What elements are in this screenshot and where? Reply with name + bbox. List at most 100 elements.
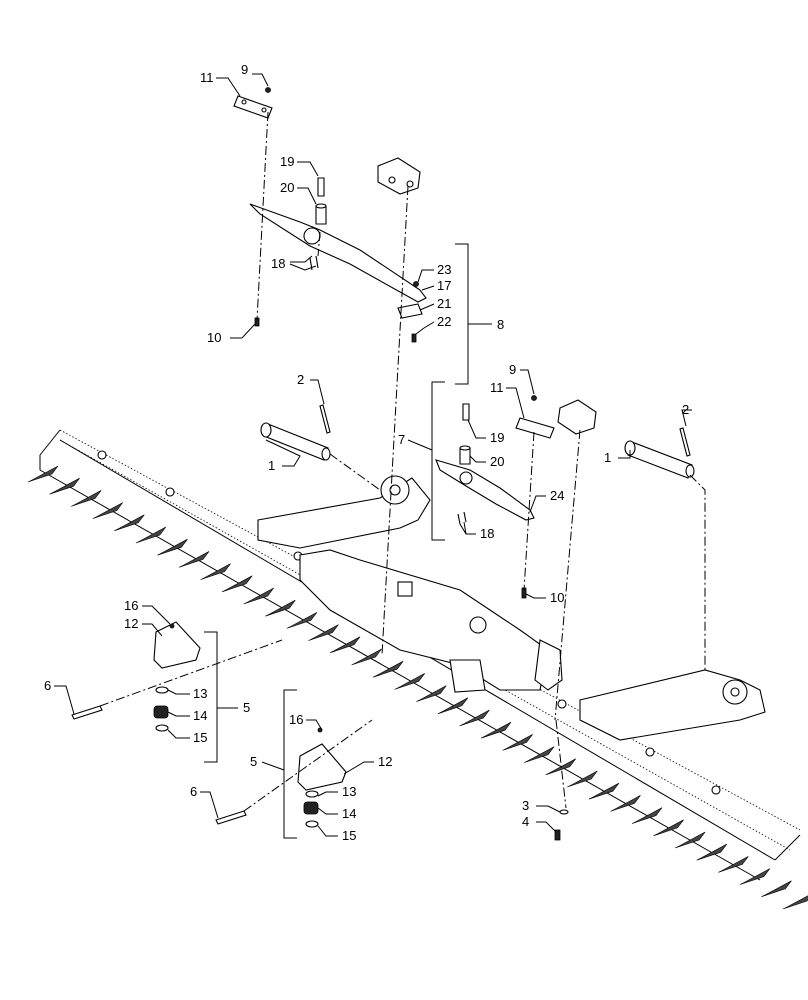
nut-9-lower bbox=[531, 395, 537, 401]
knife-guard bbox=[782, 895, 808, 910]
knife-guard bbox=[27, 465, 59, 483]
knife-guard bbox=[135, 526, 167, 544]
pins-18-lower bbox=[457, 511, 467, 525]
callout-15: 15 bbox=[193, 730, 207, 745]
callout-23: 23 bbox=[437, 262, 451, 277]
group-bracket-7 bbox=[407, 381, 445, 541]
drive-arm-upper bbox=[249, 203, 427, 303]
knife-guard bbox=[308, 624, 339, 641]
knife-guard bbox=[567, 770, 598, 788]
knife-guard bbox=[610, 795, 641, 812]
washer-3 bbox=[559, 809, 569, 815]
cotter-pin-right bbox=[679, 427, 691, 457]
plate-21 bbox=[397, 303, 423, 319]
callout-2: 2 bbox=[682, 402, 689, 417]
callout-16: 16 bbox=[289, 712, 303, 727]
bolt-22 bbox=[411, 333, 417, 343]
callout-24: 24 bbox=[550, 488, 564, 503]
callout-1: 1 bbox=[268, 458, 275, 473]
callout-13: 13 bbox=[193, 686, 207, 701]
drive-frame bbox=[257, 475, 766, 741]
bolt-10-lower bbox=[521, 587, 527, 599]
knife-guard bbox=[351, 648, 382, 666]
knife-guard bbox=[394, 673, 425, 690]
knife-guard bbox=[92, 502, 123, 519]
callout-10: 10 bbox=[550, 590, 564, 605]
knife-guard bbox=[178, 551, 210, 568]
group-bracket-5-left bbox=[204, 631, 238, 763]
callout-13: 13 bbox=[342, 784, 356, 799]
knife-guard bbox=[761, 880, 792, 898]
knife-guard bbox=[696, 843, 727, 861]
callout-14: 14 bbox=[193, 708, 207, 723]
callout-19: 19 bbox=[490, 430, 504, 445]
knife-guard bbox=[329, 636, 361, 654]
knife-guard bbox=[739, 868, 771, 885]
knife-guard bbox=[416, 685, 447, 702]
knife-guard bbox=[437, 697, 469, 715]
group-bracket-5-right bbox=[261, 689, 297, 839]
bolt-19-upper bbox=[317, 177, 325, 197]
knife-guard bbox=[459, 709, 490, 727]
callout-9: 9 bbox=[241, 62, 248, 77]
callout-12: 12 bbox=[378, 754, 392, 769]
knife-guard bbox=[243, 587, 274, 605]
knife-guard bbox=[71, 490, 102, 507]
assembly-lines bbox=[99, 111, 706, 812]
callout-6: 6 bbox=[190, 784, 197, 799]
knife-guard bbox=[157, 538, 188, 556]
callout-20: 20 bbox=[280, 180, 294, 195]
knife-guard bbox=[200, 563, 231, 580]
bolt-4 bbox=[554, 829, 561, 841]
callout-2: 2 bbox=[297, 372, 304, 387]
callout-5: 5 bbox=[243, 700, 250, 715]
knife-guard bbox=[265, 599, 296, 617]
callout-8: 8 bbox=[497, 317, 504, 332]
knife-guard bbox=[524, 746, 555, 763]
callout-21: 21 bbox=[437, 296, 451, 311]
knife-guard bbox=[718, 856, 749, 873]
bolt-19-lower bbox=[462, 403, 470, 421]
knife-guard bbox=[653, 819, 684, 837]
nut-23 bbox=[413, 281, 419, 287]
callout-6: 6 bbox=[44, 678, 51, 693]
callout-3: 3 bbox=[522, 798, 529, 813]
callout-5: 5 bbox=[250, 754, 257, 769]
callout-20: 20 bbox=[490, 454, 504, 469]
hold-down-clamp-right bbox=[215, 727, 347, 828]
callout-15: 15 bbox=[342, 828, 356, 843]
callout-17: 17 bbox=[437, 278, 451, 293]
knife-guard bbox=[545, 758, 576, 776]
drive-arm-lower bbox=[435, 459, 535, 521]
mount-bracket-upper bbox=[377, 157, 421, 195]
knife-guard bbox=[480, 721, 512, 739]
callout-18: 18 bbox=[271, 256, 285, 271]
callout-labels: 11 9 19 20 18 23 17 21 22 8 10 2 1 9 11 … bbox=[44, 62, 689, 843]
bolt-10-upper bbox=[254, 317, 260, 327]
group-bracket-8 bbox=[455, 243, 492, 385]
callout-18: 18 bbox=[480, 526, 494, 541]
nut-9-upper bbox=[265, 87, 271, 93]
callout-7: 7 bbox=[398, 432, 405, 447]
callout-11: 11 bbox=[490, 380, 504, 395]
bushing-20-lower bbox=[459, 445, 471, 465]
callout-22: 22 bbox=[437, 314, 451, 329]
callout-4: 4 bbox=[522, 814, 529, 829]
callout-11: 11 bbox=[200, 70, 214, 85]
knife-guard bbox=[286, 612, 318, 629]
callout-12: 12 bbox=[124, 616, 138, 631]
callout-1: 1 bbox=[604, 450, 611, 465]
knife-guard bbox=[502, 734, 533, 751]
callout-19: 19 bbox=[280, 154, 294, 169]
leader-lines bbox=[54, 73, 692, 837]
knife-guard bbox=[588, 782, 620, 800]
knife-guard bbox=[631, 807, 663, 824]
callout-9: 9 bbox=[509, 362, 516, 377]
pivot-pin-right bbox=[624, 440, 695, 479]
hold-down-clamp-left bbox=[71, 621, 201, 732]
pivot-pin-left bbox=[260, 422, 331, 461]
knife-guard-row bbox=[27, 465, 808, 910]
link-plate-lower bbox=[515, 417, 555, 439]
knife-guard bbox=[222, 575, 253, 593]
